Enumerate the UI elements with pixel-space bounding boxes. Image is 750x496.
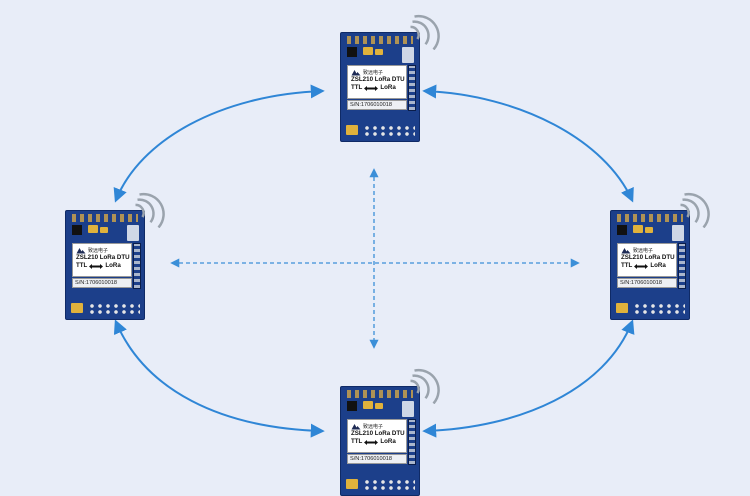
capacitor [100, 227, 108, 233]
logo-text: 致远电子 [88, 247, 109, 254]
ttl-lora-row: TTL LoRa [351, 438, 404, 446]
ttl-lora-row: TTL LoRa [621, 262, 674, 270]
lora-text: LoRa [650, 262, 666, 269]
antenna-connector [402, 47, 414, 63]
company-logo-icon [351, 423, 361, 429]
link-top-left [113, 84, 325, 203]
antenna-connector [672, 225, 684, 241]
serial-number: S/N:1706010018 [347, 100, 407, 110]
dtu-module-left: 致远电子 ZSL210 LoRa DTU TTL LoRa S/N:170601… [65, 192, 165, 320]
side-connector [408, 65, 416, 111]
capacitor [88, 225, 98, 233]
model-name: ZSL210 LoRa DTU [76, 254, 130, 261]
bottom-pins [633, 303, 685, 315]
model-name: ZSL210 LoRa DTU [351, 76, 405, 83]
pcb-board: 致远电子 ZSL210 LoRa DTU TTL LoRa S/N:170601… [340, 32, 420, 142]
capacitor [375, 49, 383, 55]
wireless-signal-icon [135, 192, 165, 228]
company-logo-icon [351, 69, 361, 75]
product-label: 致远电子 ZSL210 LoRa DTU TTL LoRa [347, 65, 407, 99]
serial-number: S/N:1706010018 [617, 278, 677, 288]
capacitor [346, 125, 358, 135]
ttl-text: TTL [76, 262, 88, 269]
chip [347, 47, 357, 57]
product-label: 致远电子 ZSL210 LoRa DTU TTL LoRa [617, 243, 677, 277]
link-left-bottom [113, 319, 325, 438]
side-connector [133, 243, 141, 289]
bidirectional-arrow-icon [89, 263, 104, 269]
link-top-right [422, 84, 634, 203]
wireless-signal-icon [680, 192, 710, 228]
lora-text: LoRa [380, 84, 396, 91]
capacitor [645, 227, 653, 233]
chip [617, 225, 627, 235]
bottom-pins [88, 303, 140, 315]
logo-row: 致远电子 [621, 246, 674, 254]
bidirectional-arrow-icon [634, 263, 649, 269]
wireless-signal-icon [410, 14, 440, 50]
bottom-pins [363, 125, 415, 137]
bidirectional-arrow-icon [364, 85, 379, 91]
logo-text: 致远电子 [363, 69, 384, 76]
dtu-module-right: 致远电子 ZSL210 LoRa DTU TTL LoRa S/N:170601… [610, 192, 710, 320]
chip [72, 225, 82, 235]
ttl-lora-row: TTL LoRa [76, 262, 129, 270]
capacitor [71, 303, 83, 313]
logo-row: 致远电子 [351, 422, 404, 430]
pcb-board: 致远电子 ZSL210 LoRa DTU TTL LoRa S/N:170601… [610, 210, 690, 320]
header-pins [347, 390, 413, 398]
capacitor [363, 401, 373, 409]
antenna-connector [402, 401, 414, 417]
logo-text: 致远电子 [633, 247, 654, 254]
wireless-signal-icon [410, 368, 440, 404]
side-connector [408, 419, 416, 465]
dtu-module-bottom: 致远电子 ZSL210 LoRa DTU TTL LoRa S/N:170601… [340, 368, 440, 496]
logo-text: 致远电子 [363, 423, 384, 430]
chip [347, 401, 357, 411]
antenna-connector [127, 225, 139, 241]
header-pins [72, 214, 138, 222]
company-logo-icon [76, 247, 86, 253]
product-label: 致远电子 ZSL210 LoRa DTU TTL LoRa [72, 243, 132, 277]
company-logo-icon [621, 247, 631, 253]
lora-text: LoRa [105, 262, 121, 269]
logo-row: 致远电子 [76, 246, 129, 254]
ttl-text: TTL [351, 84, 363, 91]
ttl-text: TTL [621, 262, 633, 269]
lora-text: LoRa [380, 438, 396, 445]
pcb-board: 致远电子 ZSL210 LoRa DTU TTL LoRa S/N:170601… [65, 210, 145, 320]
bidirectional-arrow-icon [364, 439, 379, 445]
capacitor [375, 403, 383, 409]
capacitor [363, 47, 373, 55]
capacitor [633, 225, 643, 233]
logo-row: 致远电子 [351, 68, 404, 76]
model-name: ZSL210 LoRa DTU [621, 254, 675, 261]
serial-number: S/N:1706010018 [72, 278, 132, 288]
serial-number: S/N:1706010018 [347, 454, 407, 464]
bottom-pins [363, 479, 415, 491]
header-pins [347, 36, 413, 44]
header-pins [617, 214, 683, 222]
ttl-text: TTL [351, 438, 363, 445]
dtu-module-top: 致远电子 ZSL210 LoRa DTU TTL LoRa S/N:170601… [340, 14, 440, 142]
ttl-lora-row: TTL LoRa [351, 84, 404, 92]
capacitor [346, 479, 358, 489]
model-name: ZSL210 LoRa DTU [351, 430, 405, 437]
product-label: 致远电子 ZSL210 LoRa DTU TTL LoRa [347, 419, 407, 453]
link-right-bottom [422, 319, 635, 438]
capacitor [616, 303, 628, 313]
side-connector [678, 243, 686, 289]
